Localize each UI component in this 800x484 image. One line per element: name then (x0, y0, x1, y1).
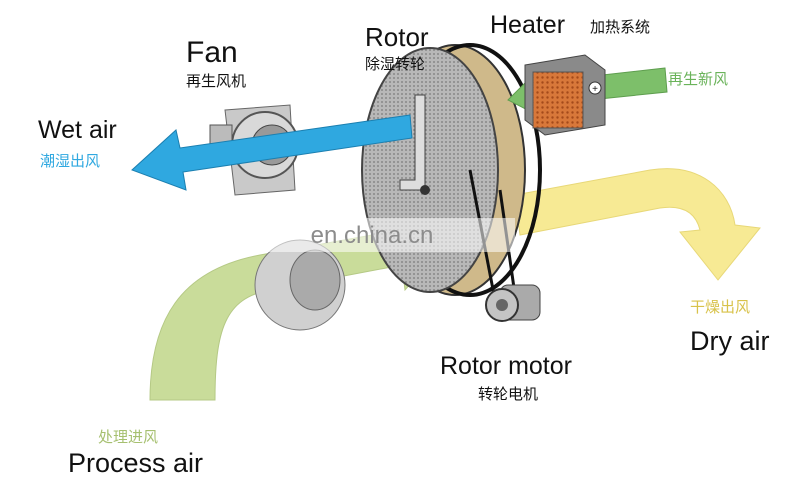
rotor-wheel-icon (361, 43, 542, 297)
process-air-label: Process air (68, 448, 203, 478)
process-air-label-cn: 处理进风 (98, 428, 158, 446)
dry-air-label-cn: 干燥出风 (690, 298, 750, 316)
rotor-motor-label: Rotor motor (440, 352, 572, 380)
rotor-label-cn: 除湿转轮 (365, 55, 425, 73)
rotor-label: Rotor (365, 22, 429, 52)
dry-air-arrow (514, 168, 761, 281)
svg-text:+: + (592, 84, 598, 95)
watermark-band (230, 218, 515, 252)
wet-air-label-cn: 潮湿出风 (40, 152, 100, 170)
fan-label: Fan (186, 36, 238, 69)
heater-label: Heater (490, 11, 565, 39)
watermark: en.china.cn (311, 222, 434, 249)
rotor-motor-label-cn: 转轮电机 (478, 385, 538, 403)
wet-air-label: Wet air (38, 116, 117, 144)
process-fan-icon (254, 239, 346, 331)
heater-icon: + (524, 54, 606, 136)
fresh-air-label-cn: 再生新风 (668, 70, 728, 88)
dry-air-label: Dry air (690, 326, 770, 356)
fan-label-cn: 再生风机 (186, 72, 246, 90)
heater-label-cn: 加热系统 (590, 18, 650, 36)
wet-air-arrow (131, 114, 413, 191)
